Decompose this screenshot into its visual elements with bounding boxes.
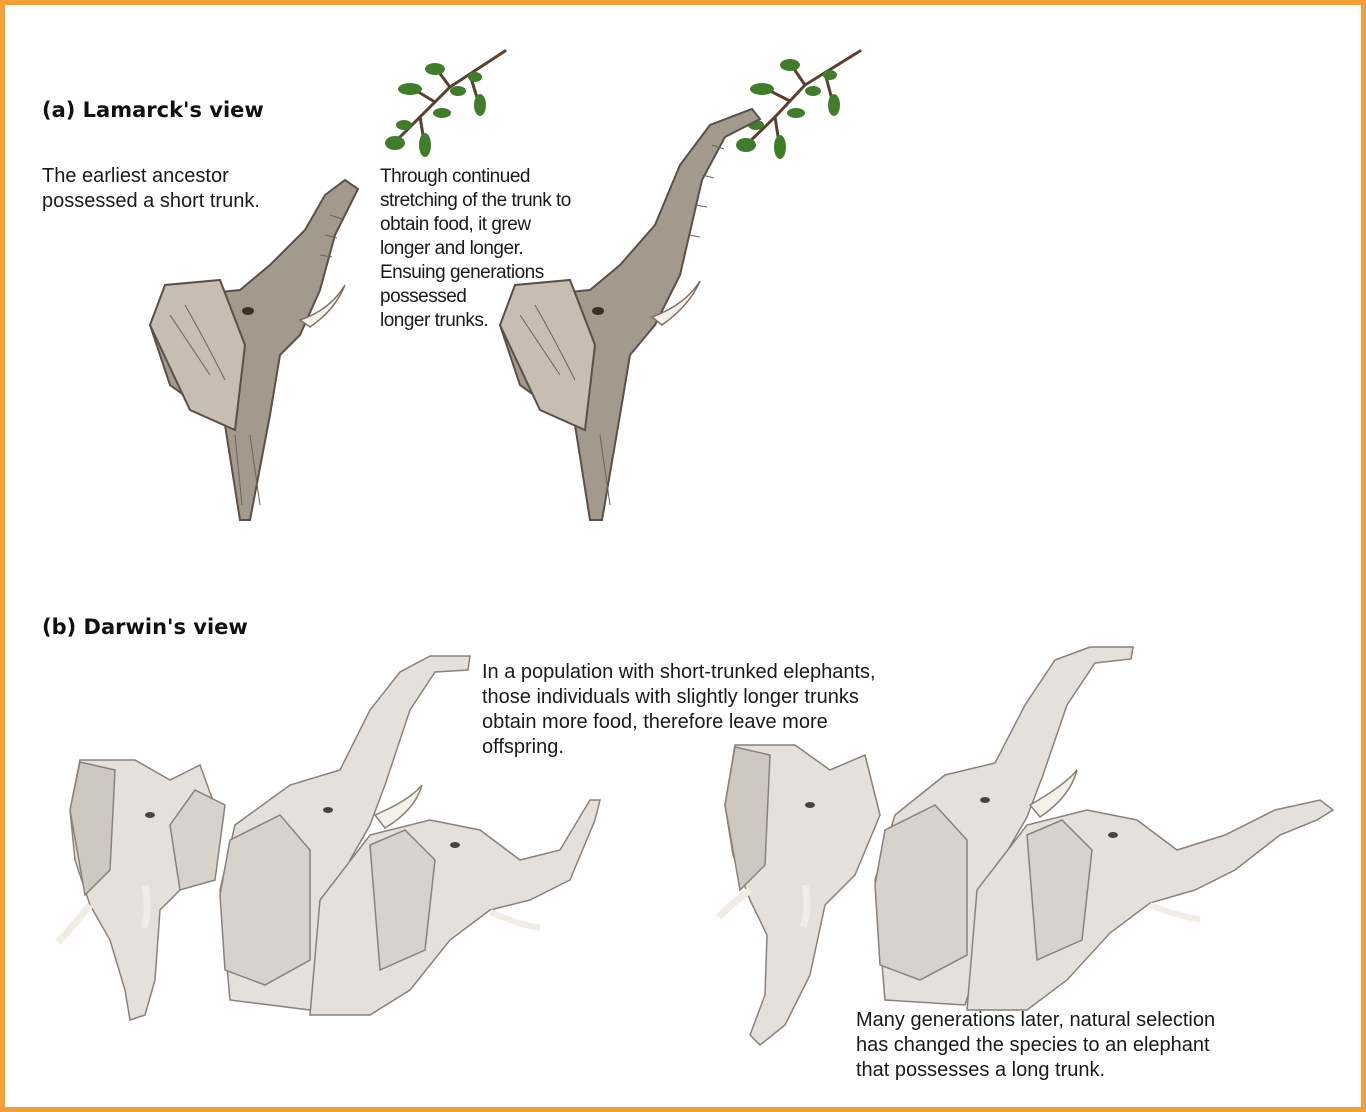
elephant-herd-long-trunks-icon bbox=[705, 635, 1345, 1065]
elephant-short-trunk-icon bbox=[130, 175, 370, 525]
elephant-long-trunk-eating-icon bbox=[480, 105, 780, 525]
elephant-herd-short-trunks-icon bbox=[50, 650, 615, 1045]
panel-a-heading: (a) Lamarck's view bbox=[42, 98, 264, 122]
panel-b-heading: (b) Darwin's view bbox=[42, 615, 248, 639]
